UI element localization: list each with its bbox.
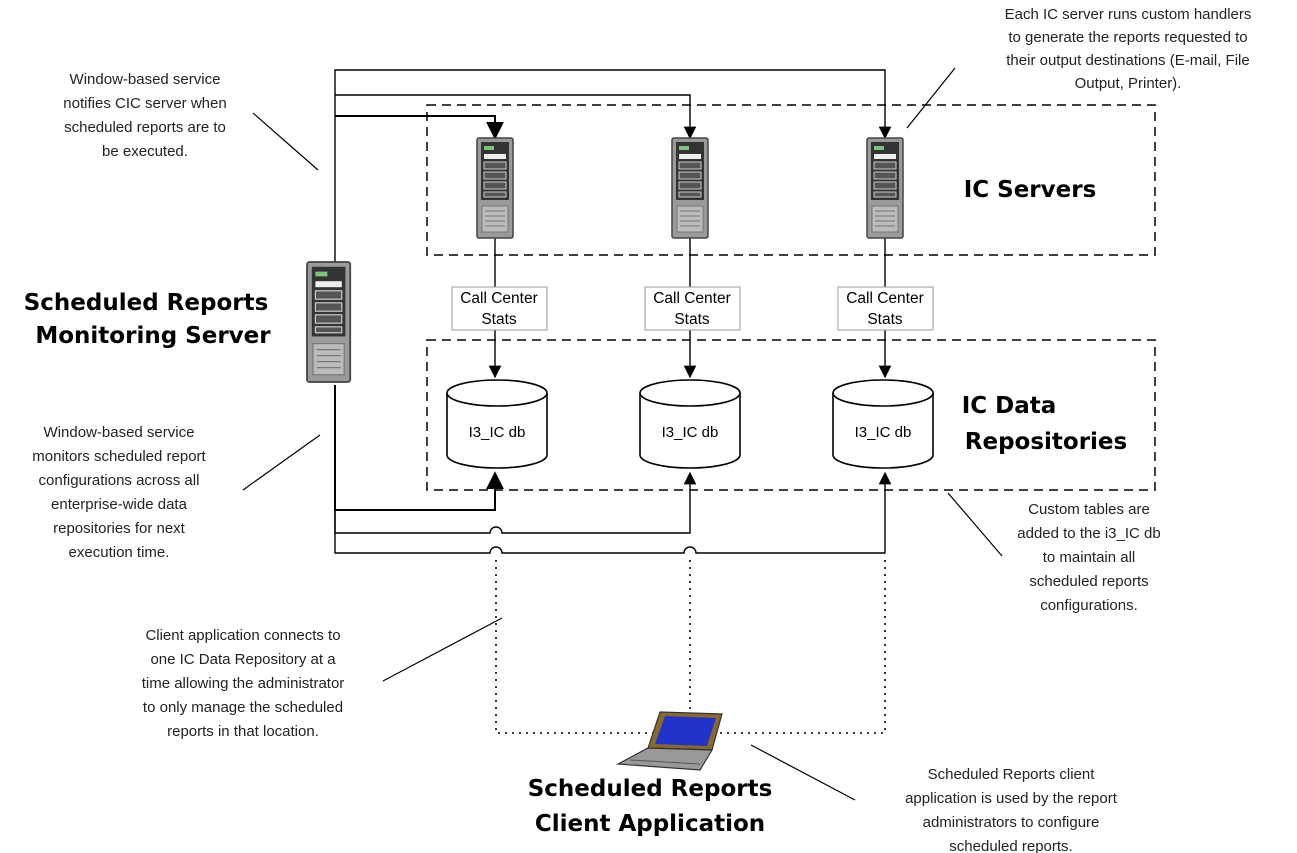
svg-text:Client application connects to: Client application connects to — [145, 627, 340, 644]
database-cylinder: I3_IC db — [639, 379, 741, 469]
call-center-stats-box: Call Center Stats — [644, 286, 741, 331]
svg-text:Window-based service: Window-based service — [70, 71, 221, 88]
ic-server-icon — [476, 137, 514, 239]
note-ic-handlers: Each IC server runs custom handlers to g… — [1005, 6, 1252, 92]
note-client-used: Scheduled Reports client application is … — [905, 766, 1118, 853]
note-custom-tables: Custom tables are added to the i3_IC db … — [1017, 501, 1160, 614]
server-notify-lines — [334, 69, 892, 262]
ic-server-icon — [866, 137, 904, 239]
call-center-stats-box: Call Center Stats — [451, 286, 548, 331]
call-center-stats-box: Call Center Stats — [837, 286, 934, 331]
svg-text:repositories for next: repositories for next — [53, 520, 186, 537]
svg-text:Scheduled Reports: Scheduled Reports — [24, 290, 269, 316]
svg-text:their output destinations (E-m: their output destinations (E-mail, File — [1006, 52, 1249, 69]
svg-text:notifies CIC server when: notifies CIC server when — [63, 95, 226, 112]
svg-text:scheduled reports are to: scheduled reports are to — [64, 119, 226, 136]
svg-text:Client Application: Client Application — [535, 811, 765, 837]
title-ic-data-repositories: IC Data Repositories — [962, 393, 1128, 455]
database-cylinder: I3_IC db — [446, 379, 548, 469]
svg-text:time allowing the administrato: time allowing the administrator — [142, 675, 345, 692]
svg-text:reports in that location.: reports in that location. — [167, 723, 319, 740]
svg-text:Stats: Stats — [674, 311, 710, 328]
svg-text:Call Center: Call Center — [846, 290, 924, 307]
note-notify: Window-based service notifies CIC server… — [63, 71, 226, 160]
ic-data-repositories-group — [426, 339, 1156, 491]
title-ic-servers: IC Servers — [964, 177, 1097, 203]
svg-text:execution time.: execution time. — [69, 544, 170, 561]
svg-text:be executed.: be executed. — [102, 143, 188, 160]
callout-lines — [242, 67, 1003, 801]
title-monitoring-server: Scheduled Reports Monitoring Server — [24, 290, 272, 349]
svg-text:I3_IC db: I3_IC db — [662, 424, 719, 441]
svg-text:Stats: Stats — [481, 311, 517, 328]
svg-text:Window-based service: Window-based service — [44, 424, 195, 441]
title-client-application: Scheduled Reports Client Application — [528, 776, 773, 837]
svg-text:Output, Printer).: Output, Printer). — [1075, 75, 1182, 92]
client-connection-lines — [495, 560, 886, 734]
note-client-connects: Client application connects to one IC Da… — [142, 627, 345, 740]
svg-text:added to the i3_IC db: added to the i3_IC db — [1017, 525, 1160, 542]
ic-server-icon — [671, 137, 709, 239]
svg-text:to only manage the scheduled: to only manage the scheduled — [143, 699, 343, 716]
svg-text:administrators to configure: administrators to configure — [923, 814, 1100, 831]
svg-text:scheduled reports.: scheduled reports. — [949, 838, 1072, 853]
svg-text:Monitoring Server: Monitoring Server — [35, 323, 271, 349]
svg-text:Each IC server runs custom han: Each IC server runs custom handlers — [1005, 6, 1252, 23]
svg-text:Stats: Stats — [867, 311, 903, 328]
svg-text:application is used by the rep: application is used by the report — [905, 790, 1118, 807]
svg-text:I3_IC db: I3_IC db — [469, 424, 526, 441]
database-cylinder: I3_IC db — [832, 379, 934, 469]
note-monitor: Window-based service monitors scheduled … — [32, 424, 206, 561]
svg-text:Repositories: Repositories — [965, 429, 1127, 455]
svg-text:Call Center: Call Center — [653, 290, 731, 307]
laptop-icon — [615, 711, 723, 771]
svg-text:Scheduled Reports client: Scheduled Reports client — [928, 766, 1096, 783]
svg-text:configurations.: configurations. — [1040, 597, 1138, 614]
svg-text:configurations across all: configurations across all — [39, 472, 200, 489]
svg-text:one IC Data Repository at a: one IC Data Repository at a — [150, 651, 336, 668]
stats-lines — [488, 236, 892, 379]
ic-servers-group — [426, 104, 1156, 256]
svg-text:I3_IC db: I3_IC db — [855, 424, 912, 441]
svg-text:Call Center: Call Center — [460, 290, 538, 307]
svg-text:monitors scheduled report: monitors scheduled report — [32, 448, 206, 465]
svg-text:IC Data: IC Data — [962, 393, 1057, 419]
svg-text:Scheduled Reports: Scheduled Reports — [528, 776, 773, 802]
monitoring-server-icon — [306, 261, 352, 383]
svg-text:to generate the reports reques: to generate the reports requested to — [1008, 29, 1247, 46]
svg-text:Custom tables are: Custom tables are — [1028, 501, 1150, 518]
repository-monitor-lines — [334, 385, 892, 554]
svg-text:enterprise-wide data: enterprise-wide data — [51, 496, 188, 513]
svg-text:scheduled reports: scheduled reports — [1029, 573, 1148, 590]
svg-text:to maintain all: to maintain all — [1043, 549, 1136, 566]
